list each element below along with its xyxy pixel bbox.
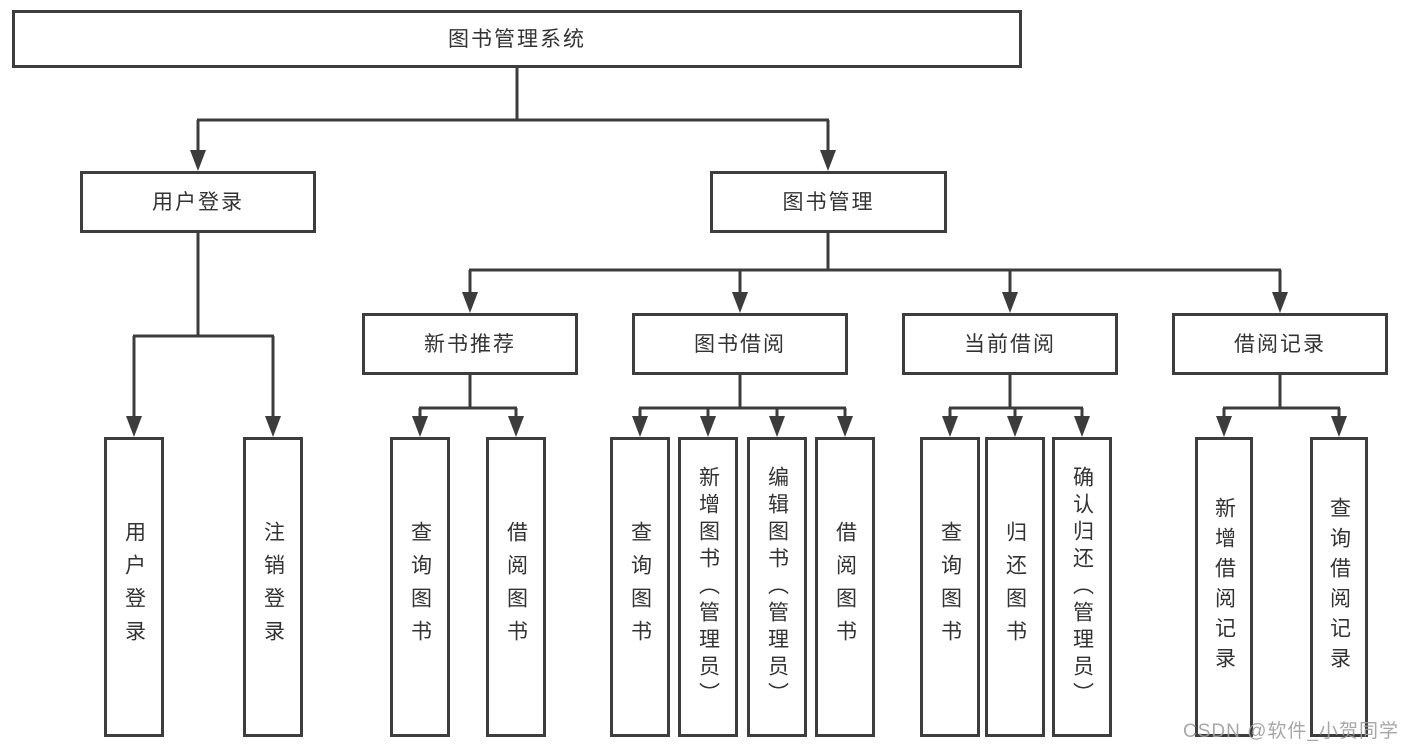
- node-book-borrow: 图书借阅: [632, 313, 848, 375]
- node-library-system: 图书管理系统: [12, 10, 1022, 68]
- leaf-current-query-books: 查询图书: [920, 437, 980, 737]
- leaf-add-borrow-record: 新增借阅记录: [1195, 437, 1253, 737]
- node-user-login: 用户登录: [80, 171, 316, 233]
- leaf-recommend-borrow-books: 借阅图书: [486, 437, 546, 737]
- leaf-return-books: 归还图书: [985, 437, 1045, 737]
- leaf-borrow-query-books: 查询图书: [610, 437, 670, 737]
- connector-root: [190, 68, 836, 171]
- node-new-book-recommend: 新书推荐: [362, 313, 578, 375]
- connector-user-login: [126, 233, 281, 437]
- connector-book-borrow: [632, 375, 853, 437]
- connector-current-borrow: [942, 375, 1090, 437]
- node-current-borrow: 当前借阅: [902, 313, 1118, 375]
- leaf-recommend-query-books: 查询图书: [390, 437, 450, 737]
- leaf-logout: 注销登录: [243, 437, 303, 737]
- leaf-edit-books-admin: 编辑图书（管理员）: [747, 437, 807, 737]
- leaf-query-borrow-record: 查询借阅记录: [1310, 437, 1368, 737]
- node-borrow-records: 借阅记录: [1172, 313, 1388, 375]
- leaf-borrow-books: 借阅图书: [815, 437, 875, 737]
- leaf-confirm-return-admin: 确认归还（管理员）: [1052, 437, 1112, 737]
- connector-borrow-records: [1216, 375, 1347, 437]
- connector-book-management: [462, 233, 1288, 313]
- leaf-user-login: 用户登录: [104, 437, 164, 737]
- node-book-management: 图书管理: [710, 171, 947, 233]
- connector-new-book-recommend: [412, 375, 524, 437]
- watermark-text: CSDN @软件_小贺同学: [1183, 721, 1399, 742]
- leaf-add-books-admin: 新增图书（管理员）: [678, 437, 738, 737]
